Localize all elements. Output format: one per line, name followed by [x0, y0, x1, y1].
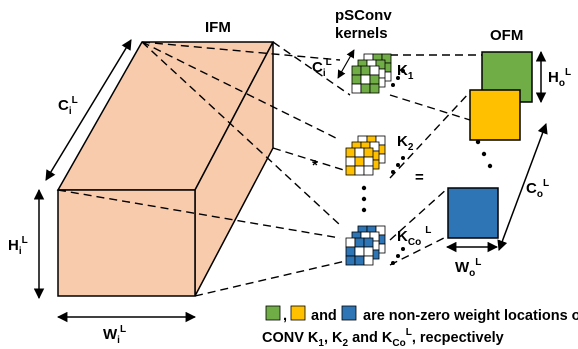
- kernel-weight-cell: [360, 74, 371, 85]
- kernel-label-k1: K1: [397, 62, 414, 82]
- projection-lines: [57, 41, 482, 297]
- kernel-channels-label: CiL: [312, 57, 332, 79]
- ofm-label: OFM: [490, 27, 523, 44]
- kernel-weight-cell: [351, 83, 362, 94]
- legend-comma: ,: [283, 308, 287, 324]
- legend-line2: CONV K1, K2 and KCoL, recpectively: [262, 327, 504, 349]
- kernel-stack-kco: [345, 225, 386, 266]
- kernel-stack-k1: [351, 53, 392, 94]
- kernels-title-line1: pSConv: [335, 7, 392, 24]
- ofm-stack: [447, 51, 533, 239]
- ifm-front-face: [57, 189, 196, 297]
- ofm-height-label: HoL: [548, 67, 571, 89]
- kernel-weight-cell: [354, 246, 365, 257]
- ofm-channels-label: CoL: [526, 178, 549, 200]
- kernel-label-k2: K2: [397, 133, 414, 153]
- legend-line1: are non-zero weight locations of: [363, 308, 578, 324]
- ifm-channels-label: CiL: [58, 95, 78, 117]
- legend-yellow-swatch: [290, 305, 306, 321]
- kernel-weight-cell: [363, 147, 374, 158]
- kernel-weight-cell: [363, 255, 374, 266]
- kernel-weight-cell: [360, 83, 371, 94]
- kernel-weight-cell: [351, 65, 362, 76]
- kernel-weight-cell: [345, 147, 356, 158]
- kernel-label-kco: KCoL: [397, 225, 431, 248]
- ellipsis-dots: [361, 69, 493, 265]
- convolution-symbol: *: [312, 157, 318, 174]
- ofm-channels-arrow: [497, 123, 548, 251]
- ifm-cuboid: [56, 41, 275, 297]
- kernel-weight-cell: [351, 74, 362, 85]
- ifm-channels-arrow: [45, 39, 132, 181]
- legend-blue-swatch: [341, 305, 357, 321]
- kernel-weight-cell: [354, 165, 365, 176]
- ifm-width-label: WiL: [103, 324, 126, 346]
- kernel-weight-cell: [345, 165, 356, 176]
- kernel-weight-cell: [345, 237, 356, 248]
- kernel-weight-cell: [369, 65, 380, 76]
- kernel-weight-cell: [363, 246, 374, 257]
- kernel-weight-cell: [354, 255, 365, 266]
- kernel-weight-cell: [354, 237, 365, 248]
- kernel-weight-cell: [363, 165, 374, 176]
- kernel-weight-cell: [360, 65, 371, 76]
- kernel-weight-cell: [345, 246, 356, 257]
- equals-symbol: =: [415, 169, 424, 186]
- legend-green-swatch: [265, 305, 281, 321]
- kernel-channels-arrow: [337, 49, 355, 79]
- kernel-weight-cell: [369, 74, 380, 85]
- kernel-weight-cell: [363, 156, 374, 167]
- legend-caption: , and are non-zero weight locations of C…: [262, 305, 578, 349]
- kernel-stack-k2: [345, 135, 386, 176]
- kernel-weight-cell: [363, 237, 374, 248]
- ofm-width-label: WoL: [455, 257, 481, 279]
- ifm-label: IFM: [205, 19, 231, 36]
- kernel-weight-cell: [369, 83, 380, 94]
- kernel-weight-cell: [354, 147, 365, 158]
- legend-and-word: and: [311, 308, 337, 324]
- kernel-weight-cell: [354, 156, 365, 167]
- ifm-height-label: HiL: [8, 235, 28, 257]
- kernels-title-line2: kernels: [335, 25, 388, 42]
- kernel-weight-cell: [345, 156, 356, 167]
- ofm-blue-channel: [447, 187, 499, 239]
- kernel-weight-cell: [345, 255, 356, 266]
- ofm-yellow-channel: [469, 89, 521, 141]
